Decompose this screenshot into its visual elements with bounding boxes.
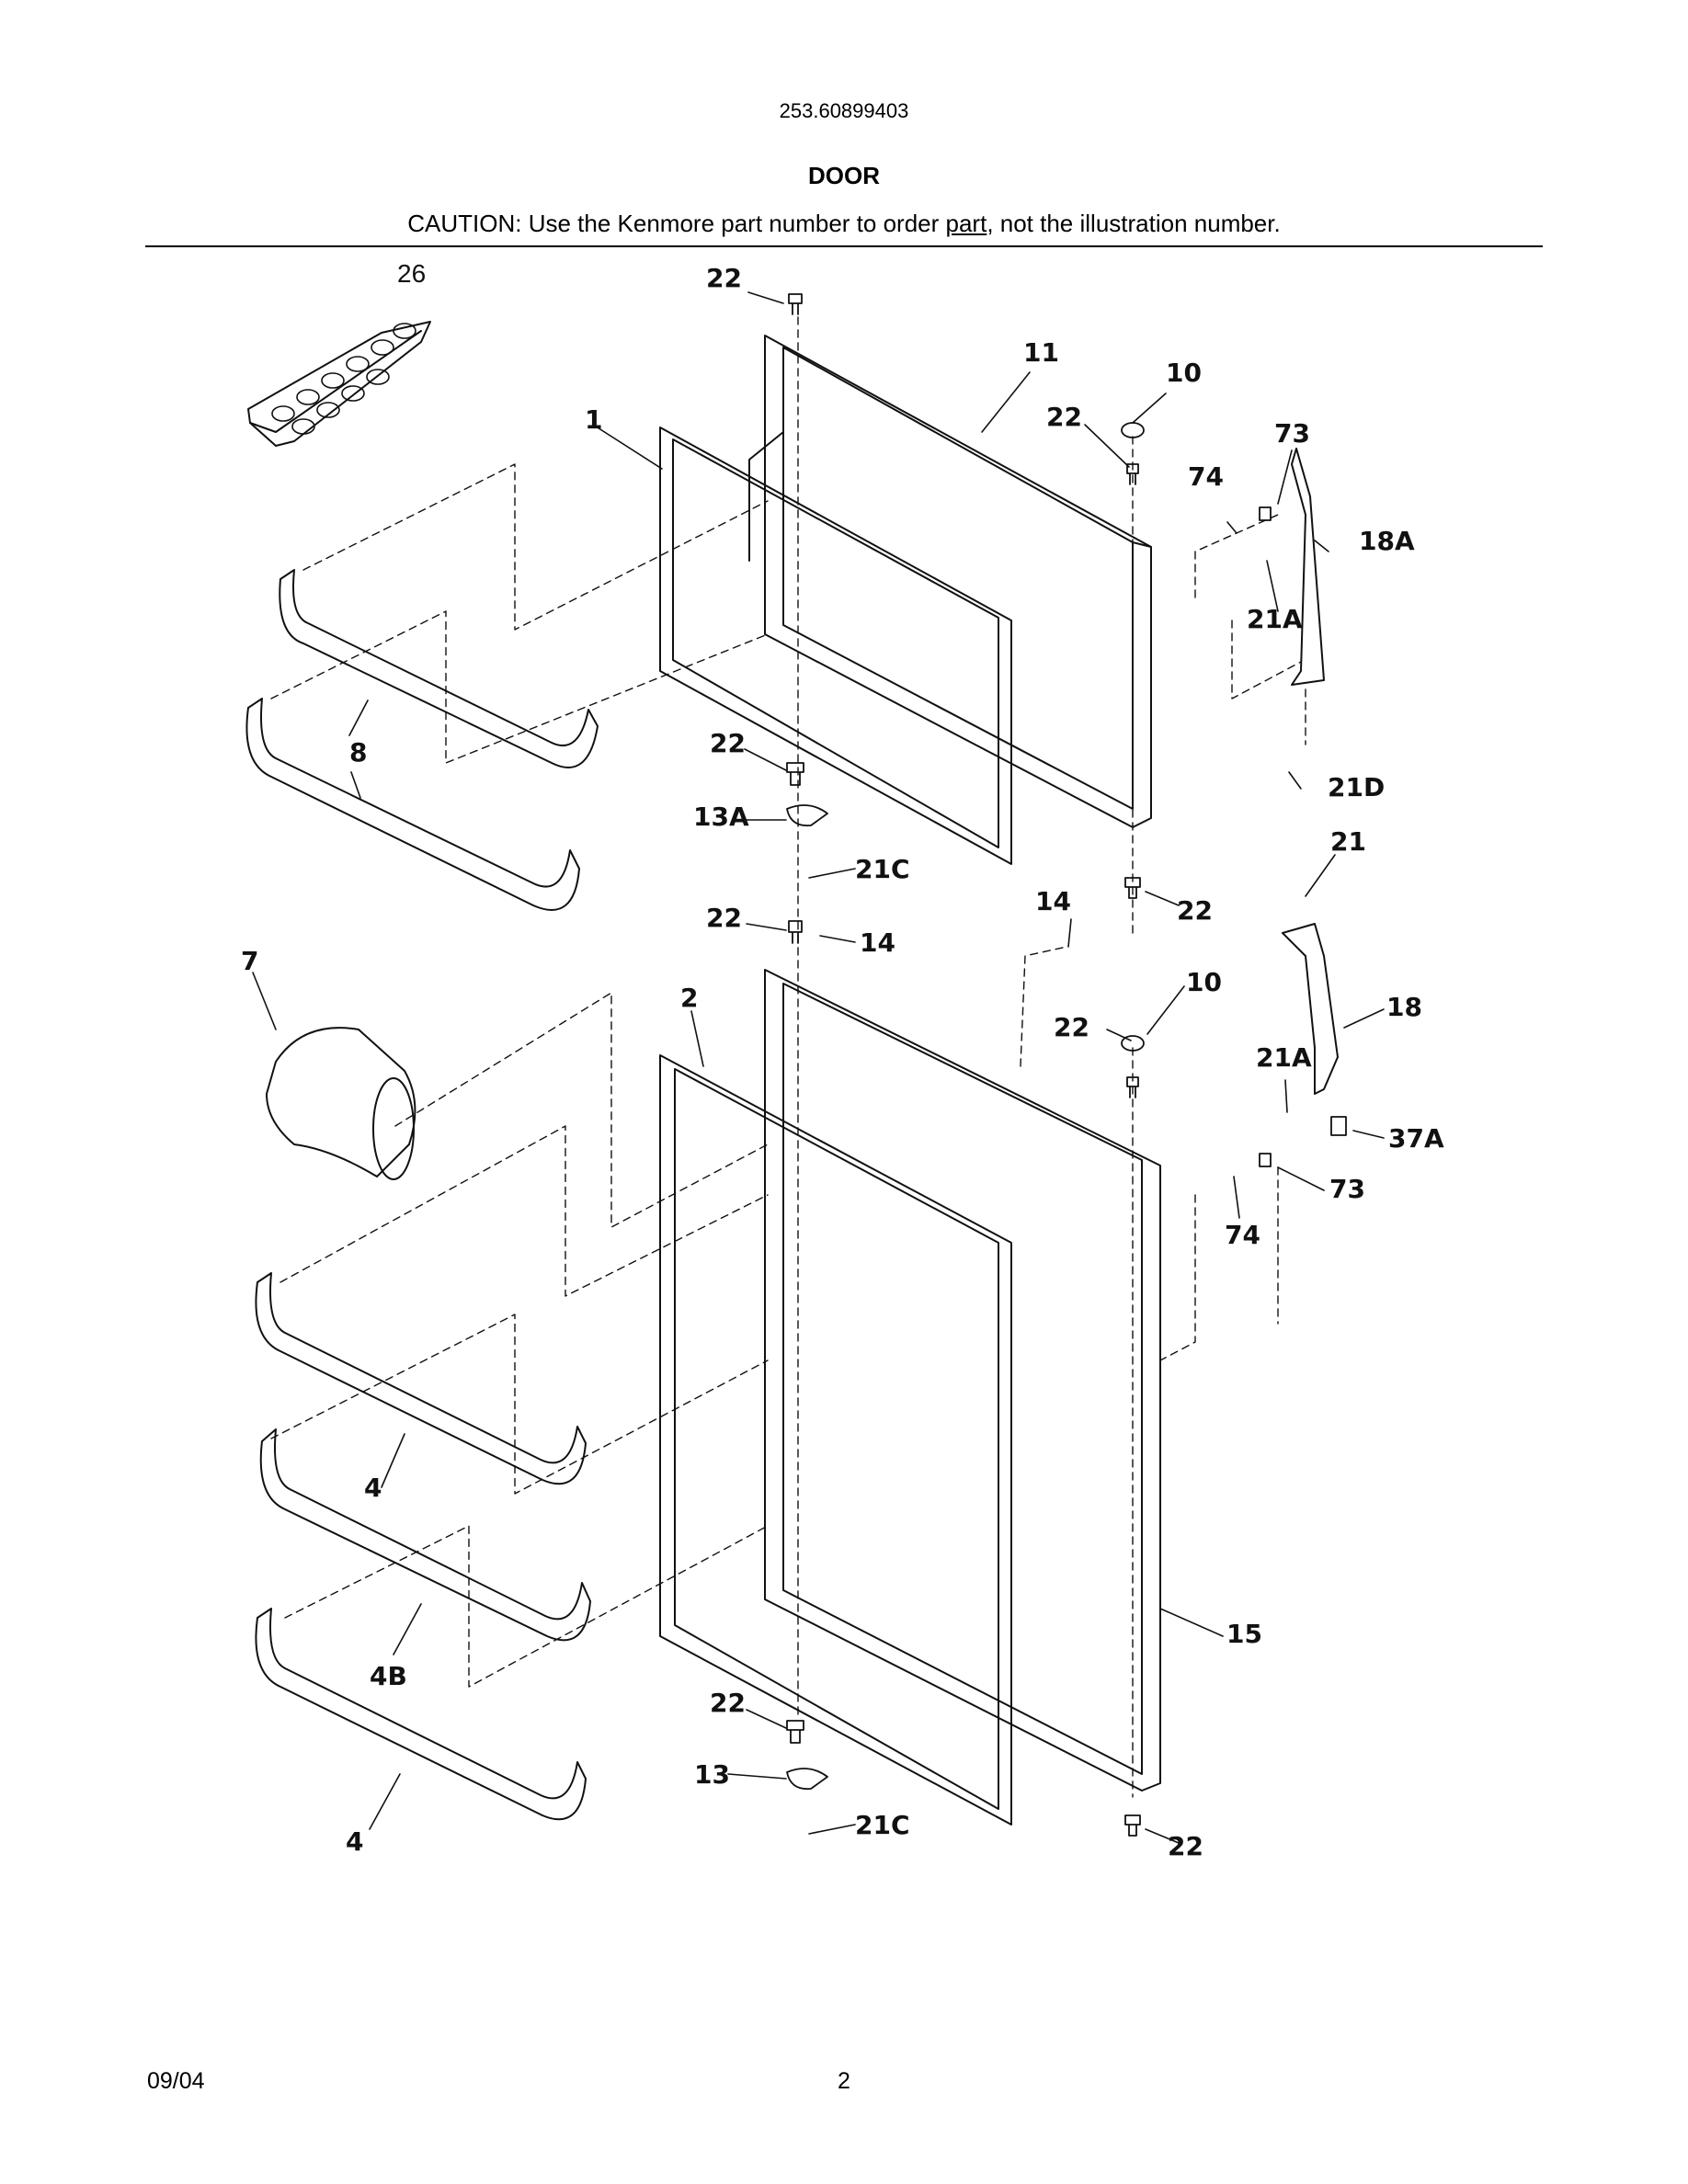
- callout-10: 10: [1166, 358, 1202, 388]
- callout-26: 26: [397, 259, 426, 288]
- callout-21A: 21A: [1247, 604, 1303, 634]
- fresh-food-gasket-part: [659, 1054, 1012, 1826]
- callout-22: 22: [1168, 1831, 1203, 1861]
- model-number: 253.60899403: [779, 99, 909, 122]
- callout-21: 21: [1330, 826, 1366, 857]
- fresh-food-door-part: [764, 969, 1161, 1792]
- callout-7: 7: [241, 946, 258, 976]
- middle-hinge-part: [1282, 923, 1339, 1095]
- dairy-door-part: [266, 1027, 416, 1180]
- callout-74: 74: [1225, 1220, 1260, 1250]
- footer-date: 09/04: [147, 2068, 205, 2094]
- callout-73: 73: [1329, 1174, 1365, 1204]
- callout-2: 2: [680, 983, 698, 1013]
- callout-73: 73: [1274, 418, 1310, 449]
- callout-37A: 37A: [1388, 1123, 1444, 1154]
- callout-11: 11: [1023, 337, 1059, 368]
- callout-22: 22: [1054, 1012, 1089, 1042]
- callout-18: 18: [1386, 992, 1422, 1022]
- alignment-guides: [270, 316, 1306, 1798]
- callout-labels: 26 22 11 10 1 22 73 74 18A 21A 8 22 21D …: [241, 259, 1444, 1861]
- callout-4: 4: [346, 1826, 363, 1857]
- callout-22: 22: [706, 903, 742, 933]
- callout-13: 13: [694, 1759, 730, 1790]
- caution-underlined-word: part: [945, 210, 987, 237]
- callout-22: 22: [710, 1688, 746, 1718]
- callout-14: 14: [1035, 886, 1071, 916]
- callout-21C: 21C: [855, 1810, 910, 1840]
- header-rule: [145, 245, 1543, 247]
- page-number: 2: [838, 2068, 850, 2094]
- callout-22: 22: [1046, 402, 1082, 432]
- door-shelf-part: [255, 1272, 591, 1821]
- callout-21C: 21C: [855, 854, 910, 884]
- caution-suffix: , not the illustration number.: [987, 210, 1281, 237]
- callout-18A: 18A: [1359, 526, 1415, 556]
- callout-14: 14: [860, 927, 895, 958]
- callout-4B: 4B: [370, 1661, 407, 1691]
- callout-22: 22: [1177, 895, 1213, 926]
- page-title: DOOR: [808, 162, 880, 189]
- leader-lines: [252, 291, 1385, 1844]
- callout-13A: 13A: [693, 802, 749, 832]
- callout-1: 1: [585, 404, 602, 435]
- freezer-shelf-part: [245, 569, 599, 911]
- callout-15: 15: [1226, 1619, 1262, 1649]
- callout-21A: 21A: [1256, 1042, 1312, 1073]
- caution-note: CAUTION: Use the Kenmore part number to …: [0, 210, 1688, 238]
- callout-21D: 21D: [1328, 772, 1385, 802]
- callout-8: 8: [349, 737, 367, 768]
- callout-22: 22: [706, 263, 742, 293]
- callout-4: 4: [364, 1473, 382, 1503]
- callout-10: 10: [1186, 967, 1222, 997]
- upper-hinge-part: [1291, 448, 1325, 686]
- callout-22: 22: [710, 728, 746, 758]
- callout-74: 74: [1188, 461, 1224, 492]
- freezer-door-part: [748, 335, 1152, 828]
- caution-prefix: CAUTION: Use the Kenmore part number to …: [407, 210, 946, 237]
- freezer-gasket-part: [659, 427, 1012, 865]
- ice-tray-part: [247, 321, 431, 447]
